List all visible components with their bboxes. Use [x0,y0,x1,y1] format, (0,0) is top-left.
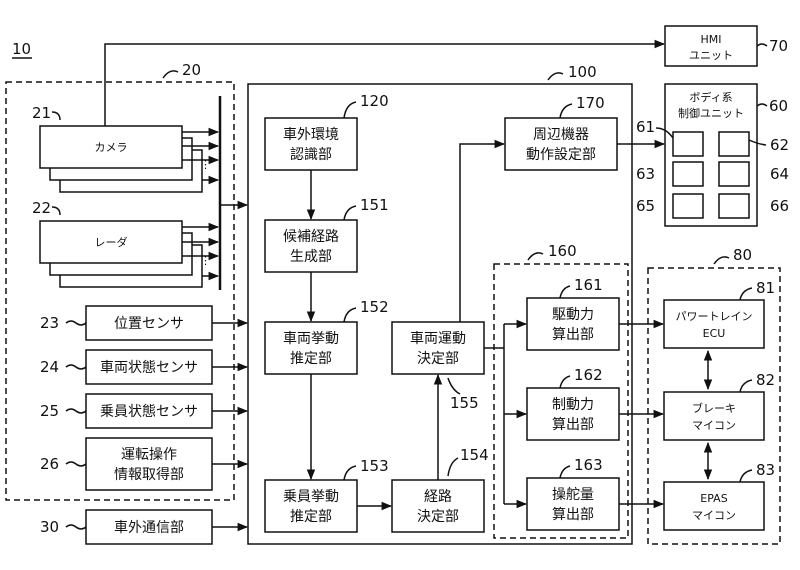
body-cell-61-ref: 61 [636,118,655,136]
occupant-state-sensor-label: 乗員状態センサ [100,404,198,420]
epas-microcomputer-block [663,481,765,531]
hmi-line2: ユニット [689,49,733,62]
body-control-line2: 制御ユニット [678,106,744,120]
motion-decision-line2: 決定部 [417,351,459,367]
group-ref-100: 100 [568,63,597,81]
body-cell-62-ref: 62 [770,136,789,154]
body-cell-65 [672,193,704,219]
brake-microcomputer-line1: ブレーキ [692,401,736,415]
driving-operation-line2: 情報取得部 [114,466,184,483]
drive-force-line2: 算出部 [552,327,594,343]
driving-operation-line1: 運転操作 [121,447,177,463]
drive-force-line1: 駆動力 [552,307,594,323]
candidate-route-ref: 151 [360,196,389,214]
steering-line2: 算出部 [552,507,594,523]
camera-block [39,125,183,169]
peripheral-setting-line1: 周辺機器 [533,127,589,143]
vehicle-behavior-line2: 推定部 [290,351,332,367]
radar-block [39,220,183,264]
motion-decision-line1: 車両運動 [410,330,466,347]
body-cell-66-ref: 66 [770,197,789,215]
brake-microcomputer-ref: 82 [756,371,775,389]
body-cell-63 [672,161,704,187]
powertrain-ecu-block [663,299,765,349]
external-comm-block [85,509,213,545]
body-cell-64 [718,161,750,187]
radar-more-dots: ⋮ [200,254,211,267]
external-comm-ref: 30 [40,518,59,536]
powertrain-ecu-line1: パワートレイン [676,310,753,323]
position-sensor-ref: 23 [40,314,59,332]
steering-line1: 操舵量 [552,487,594,503]
route-decision-ref: 154 [460,446,489,464]
hmi-ref: 70 [769,37,788,55]
env-recognition-line1: 車外環境 [283,126,339,143]
camera-ref: 21 [32,104,51,122]
brake-microcomputer-line2: マイコン [692,419,736,432]
motion-decision-ref: 155 [450,394,479,412]
vehicle-behavior-block [264,321,358,375]
powertrain-ecu-ref: 81 [756,279,775,297]
actuator-group-box [647,267,781,545]
figure-number: 10 [12,40,31,58]
camera-label: カメラ [95,141,128,154]
vehicle-control-group-box [493,263,629,539]
brake-force-line2: 算出部 [552,417,594,433]
body-control-line1: ボディ系 [689,90,732,104]
group-ref-80: 80 [733,246,752,264]
drive-force-ref: 161 [574,276,603,294]
steering-ref: 163 [574,456,603,474]
body-cell-65-ref: 65 [636,197,655,215]
vehicle-state-sensor-label: 車両状態センサ [100,359,198,376]
arithmetic-unit-box [247,83,633,545]
epas-microcomputer-line1: EPAS [700,492,727,505]
body-cell-63-ref: 63 [636,165,655,183]
radar-label: レーダ [95,235,128,249]
occupant-state-sensor-ref: 25 [40,402,59,420]
body-cell-64-ref: 64 [770,165,789,183]
occupant-behavior-line2: 推定部 [290,509,332,525]
group-ref-160: 160 [548,242,577,260]
route-decision-line1: 経路 [424,489,452,505]
peripheral-setting-ref: 170 [576,94,605,112]
epas-microcomputer-ref: 83 [756,461,775,479]
route-decision-line2: 決定部 [417,509,459,525]
env-recognition-ref: 120 [360,92,389,110]
brake-microcomputer-block [663,391,765,441]
candidate-route-line2: 生成部 [290,249,332,265]
camera-more-dots: ⋮ [200,158,211,171]
body-control-block [664,83,758,227]
hmi-line1: HMI [700,33,721,46]
candidate-route-line1: 候補経路 [283,229,339,245]
body-cell-61 [672,131,704,157]
sensor-group-box [5,81,235,501]
occupant-behavior-block [264,479,358,533]
group-ref-20: 20 [182,61,201,79]
steering-block [526,477,620,531]
env-recognition-line2: 認識部 [290,147,332,163]
occupant-behavior-ref: 153 [360,457,389,475]
external-comm-label: 車外通信部 [114,519,184,536]
route-decision-block [391,479,485,533]
vehicle-behavior-line1: 車両挙動 [283,330,339,347]
brake-force-line1: 制動力 [552,397,594,413]
brake-force-ref: 162 [574,366,603,384]
powertrain-ecu-line2: ECU [703,327,726,340]
body-control-ref: 60 [769,97,788,115]
position-sensor-label: 位置センサ [114,316,184,332]
vehicle-state-sensor-ref: 24 [40,358,59,376]
peripheral-setting-line2: 動作設定部 [526,147,596,163]
vehicle-behavior-ref: 152 [360,298,389,316]
body-cell-66 [718,193,750,219]
driving-operation-ref: 26 [40,455,59,473]
body-cell-62 [718,131,750,157]
epas-microcomputer-line2: マイコン [692,509,736,522]
occupant-behavior-line1: 乗員挙動 [283,489,339,505]
radar-ref: 22 [32,199,51,217]
